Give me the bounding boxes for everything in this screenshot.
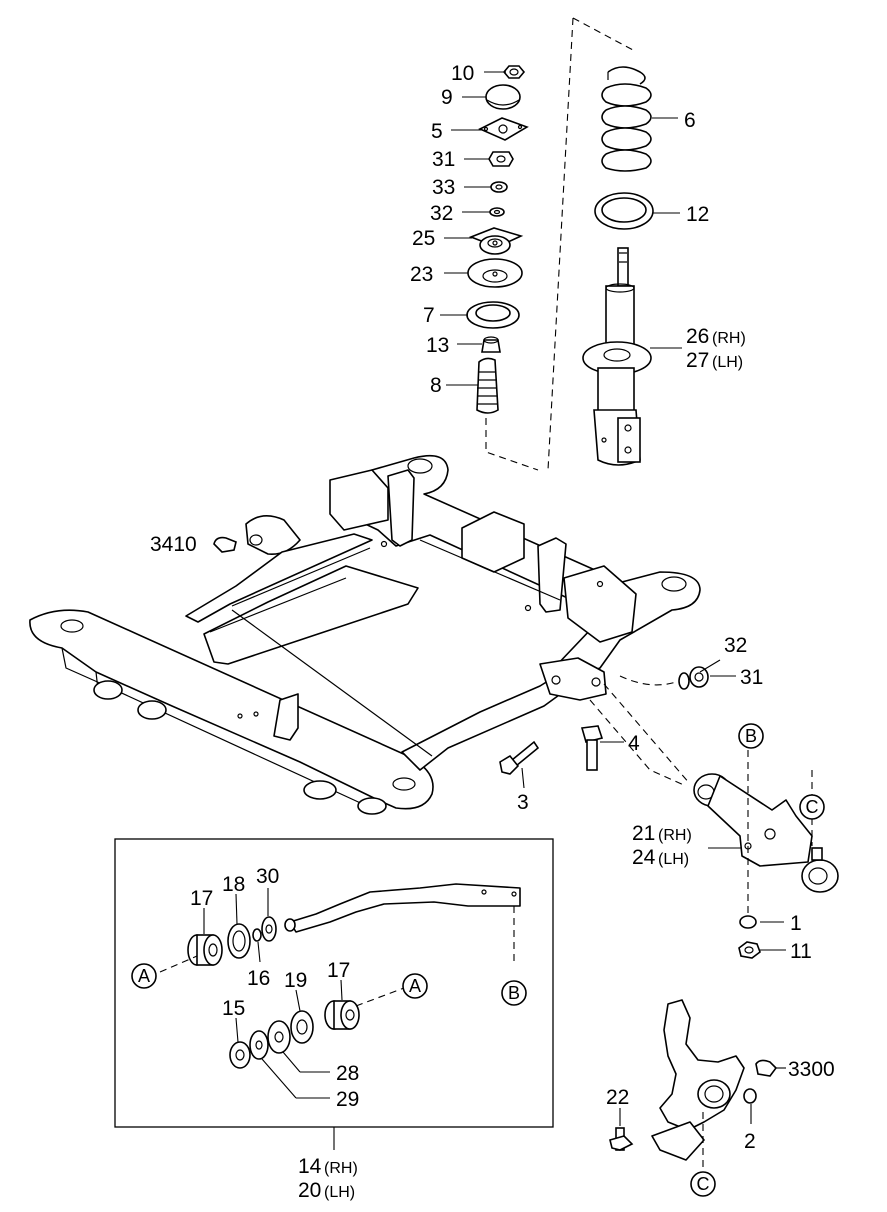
label-11: 11 (790, 940, 812, 963)
insulator-7 (466, 301, 520, 329)
label-14-rh: (RH) (324, 1160, 358, 1177)
label-10: 10 (451, 62, 474, 85)
knuckle-3300 (651, 999, 778, 1161)
label-13: 13 (426, 334, 449, 357)
label-21-rh: (RH) (658, 827, 692, 844)
bolt-3 (499, 740, 540, 775)
bolt-4 (580, 725, 604, 771)
callout-a-left: A (138, 966, 150, 986)
callout-b-bottom: B (508, 983, 520, 1003)
label-19: 19 (284, 969, 307, 992)
spring-seat-23 (467, 258, 523, 288)
label-25: 25 (412, 227, 435, 250)
washer-32-lower (678, 672, 690, 690)
label-6: 6 (684, 109, 696, 132)
label-3300: 3300 (788, 1058, 835, 1081)
label-5: 5 (431, 120, 443, 143)
nut-10 (502, 65, 526, 79)
mount-25 (468, 227, 524, 255)
cap-9 (485, 84, 521, 110)
washer-28 (267, 1020, 291, 1054)
subframe-crossmember (29, 454, 701, 815)
label-30: 30 (256, 865, 279, 888)
lower-arm-21-24 (589, 675, 839, 893)
bushing-19 (290, 1010, 314, 1044)
callout-letters: A A B B C C (138, 726, 819, 1194)
coil-spring-6 (601, 66, 652, 172)
label-3410: 3410 (150, 533, 197, 556)
strut-mount-stack (466, 17, 634, 471)
label-26: 26 (686, 325, 709, 348)
leader-lines (203, 71, 786, 1150)
washer-32-top (489, 207, 505, 217)
callout-c-bottom: C (697, 1174, 710, 1194)
label-17-left: 17 (190, 887, 213, 910)
bumper-13 (481, 336, 501, 353)
label-31-lower: 31 (740, 666, 763, 689)
bushing-17-right (324, 1000, 360, 1030)
label-27: 27 (686, 349, 709, 372)
tension-rod (159, 883, 521, 1069)
bolt-22 (609, 1127, 634, 1151)
label-27-lh: (LH) (712, 354, 743, 371)
label-4: 4 (628, 732, 640, 755)
label-24: 24 (632, 846, 656, 869)
label-9: 9 (441, 86, 453, 109)
label-17-right: 17 (327, 959, 350, 982)
label-20-lh: (LH) (324, 1184, 355, 1201)
part-labels: 10 9 5 31 33 32 25 23 7 13 8 6 12 26 (RH… (150, 62, 835, 1202)
washer-16 (252, 928, 262, 942)
label-16: 16 (247, 967, 270, 990)
spring-pad-12 (594, 192, 654, 230)
callout-c-top: C (806, 797, 819, 817)
label-2: 2 (744, 1130, 756, 1153)
strut-assembly-26-27 (582, 247, 652, 466)
label-8: 8 (430, 374, 442, 397)
label-23: 23 (410, 263, 433, 286)
label-1: 1 (790, 912, 802, 935)
nut-1 (739, 915, 757, 929)
label-24-lh: (LH) (658, 851, 689, 868)
inset-box-14-20 (114, 838, 554, 1128)
label-29: 29 (336, 1088, 359, 1111)
label-32-top: 32 (430, 202, 453, 225)
washer-33 (490, 181, 508, 193)
bushing-17-left (187, 934, 223, 966)
bushing-18 (227, 923, 251, 959)
label-12: 12 (686, 203, 709, 226)
plate-5 (478, 117, 529, 141)
label-20: 20 (298, 1179, 321, 1202)
label-7: 7 (423, 304, 435, 327)
nut-31-lower (689, 666, 709, 688)
label-32-lower: 32 (724, 634, 747, 657)
label-3: 3 (517, 791, 529, 814)
label-26-rh: (RH) (712, 330, 746, 347)
dust-boot-8 (476, 357, 499, 414)
washer-30 (261, 916, 277, 942)
washer-29 (249, 1030, 269, 1060)
nut-2 (743, 1088, 757, 1104)
label-33: 33 (432, 176, 455, 199)
label-31-top: 31 (432, 148, 455, 171)
label-28: 28 (336, 1062, 359, 1085)
bracket-3410 (213, 536, 237, 553)
label-22: 22 (606, 1086, 629, 1109)
nut-15 (229, 1041, 251, 1069)
nut-31-top (488, 151, 514, 167)
label-21: 21 (632, 822, 655, 845)
nut-11 (738, 941, 761, 959)
callout-circles (131, 723, 825, 1197)
callout-b-top: B (745, 726, 757, 746)
label-15: 15 (222, 997, 245, 1020)
callout-a-right: A (409, 976, 421, 996)
label-14: 14 (298, 1155, 322, 1178)
label-18: 18 (222, 873, 245, 896)
